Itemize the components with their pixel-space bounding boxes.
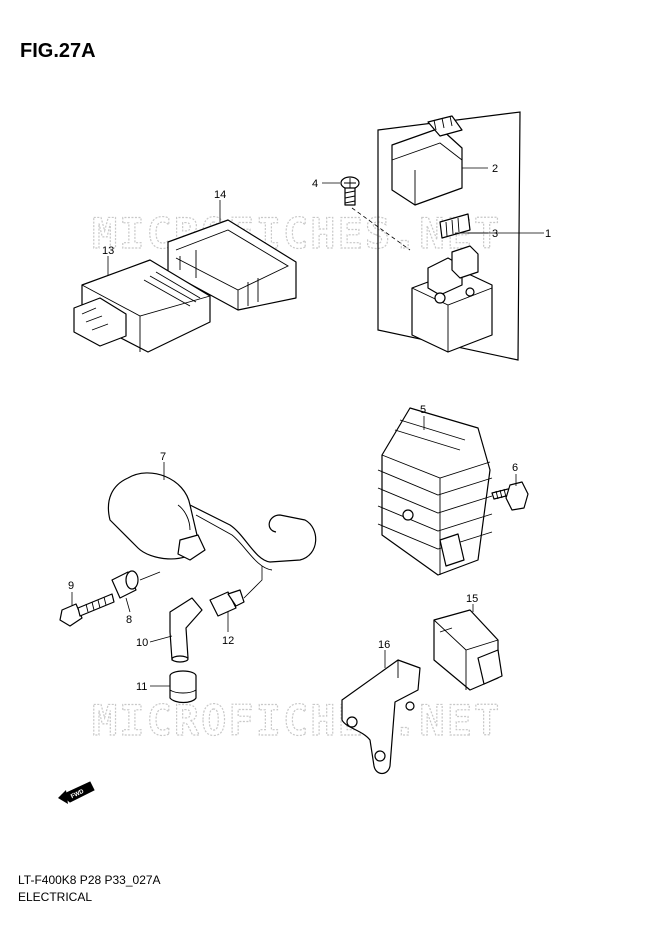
relay-cover — [391, 115, 463, 206]
callout-12: 12 — [222, 635, 234, 647]
ecm-cover-part-14 — [167, 219, 297, 311]
callout-11: 11 — [136, 681, 147, 693]
ignition-coil-part-7 — [107, 472, 317, 581]
relay-body — [411, 245, 493, 353]
callout-7: 7 — [160, 451, 166, 463]
callout-8: 8 — [126, 614, 132, 626]
regulator-rectifier-part-5 — [377, 407, 493, 576]
assembly-bracket-frame — [377, 111, 521, 361]
cap-part-11 — [169, 670, 197, 704]
callout-numbers: 1 2 3 4 5 6 7 8 9 10 11 12 13 14 15 16 — [68, 163, 551, 693]
fuse — [439, 213, 471, 239]
connector-part-12 — [209, 566, 263, 617]
callout-10: 10 — [136, 637, 148, 649]
callout-14: 14 — [214, 189, 226, 201]
callout-5: 5 — [420, 404, 426, 416]
callout-15: 15 — [466, 593, 478, 605]
screw-part-4 — [340, 176, 411, 251]
callout-leaders — [71, 167, 544, 687]
callout-3: 3 — [492, 228, 498, 240]
coupler-part-15 — [433, 609, 503, 691]
fwd-label: FWD — [70, 788, 86, 800]
bolt-part-6 — [491, 481, 529, 511]
bracket-part-16 — [341, 659, 421, 775]
footer-category: ELECTRICAL — [18, 890, 93, 904]
callout-6: 6 — [512, 462, 518, 474]
starter-relay-assembly — [377, 111, 521, 361]
callout-9: 9 — [68, 580, 74, 592]
ecm-part-13 — [73, 259, 211, 353]
callout-16: 16 — [378, 639, 390, 651]
watermark-top: MICROFICHES.NET — [92, 209, 501, 258]
footer-model-code: LT-F400K8 P28 P33_027A — [18, 873, 161, 887]
figure-title: FIG.27A — [20, 40, 96, 62]
bolt-part-9 — [59, 593, 115, 627]
spacer-part-8 — [111, 570, 139, 599]
plug-cap-part-10 — [169, 597, 203, 663]
callout-13: 13 — [102, 245, 114, 257]
fwd-arrow-icon: FWD — [58, 781, 95, 804]
callout-1: 1 — [545, 228, 551, 240]
watermark-bottom: MICROFICHES.NET — [92, 696, 501, 745]
callout-4: 4 — [312, 178, 318, 190]
callout-2: 2 — [492, 163, 498, 175]
